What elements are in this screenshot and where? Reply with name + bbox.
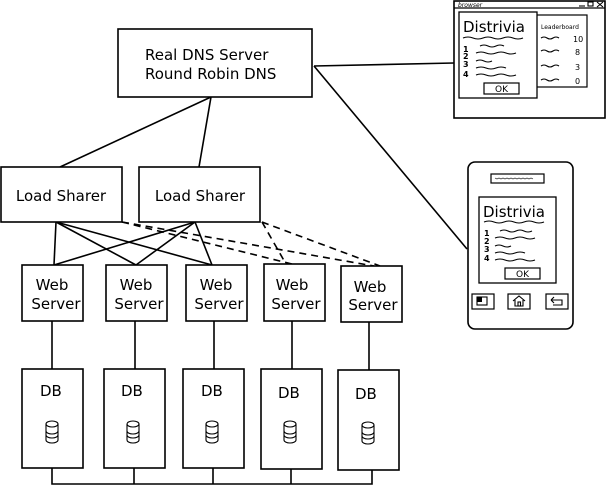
phone-app-title: Distrivia	[483, 203, 545, 221]
web-server-label-line2: Server	[271, 295, 321, 313]
question-number: 1	[484, 229, 490, 238]
question-number: 3	[463, 60, 469, 69]
edge-ls1-to-web-1	[53, 221, 57, 266]
web-server-label-line1: Web	[120, 276, 153, 294]
leaderboard-panel: Leaderboard 10 8 3 0	[534, 14, 588, 88]
ok-button[interactable]	[483, 82, 520, 95]
database-label: DB	[201, 382, 223, 400]
app-title: Distrivia	[463, 18, 525, 36]
database-icon	[126, 420, 140, 444]
browser-client[interactable]: browser Leaderboard 10 8 3 0 Distrivia 1…	[453, 0, 606, 119]
database-2[interactable]: DB	[103, 368, 166, 469]
dns-server-title: Real DNS Server	[145, 46, 269, 64]
edge-ls2-to-web-5	[261, 221, 381, 267]
database-5[interactable]: DB	[337, 369, 400, 471]
leaderboard-score: 3	[575, 63, 580, 72]
maximize-icon[interactable]	[587, 1, 594, 7]
db-interconnect-bus	[51, 468, 373, 485]
question-number: 2	[484, 237, 490, 246]
home-icon[interactable]	[507, 293, 531, 310]
edge-ls2-to-web-4	[261, 221, 287, 265]
web-server-label-line1: Web	[36, 276, 69, 294]
web-server-label-line2: Server	[194, 295, 244, 313]
web-server-label-line2: Server	[348, 296, 398, 314]
phone-ok-button[interactable]	[504, 267, 541, 280]
edge-ls2-to-web-3	[194, 221, 213, 266]
web-server-1[interactable]: Web Server	[21, 264, 84, 322]
load-sharer-1[interactable]: Load Sharer	[0, 166, 123, 223]
leaderboard-score: 10	[573, 35, 583, 44]
database-label: DB	[355, 385, 377, 403]
web-server-5[interactable]: Web Server	[340, 265, 403, 323]
question-number: 2	[463, 52, 469, 61]
edge-ls1-to-web-2	[55, 221, 137, 266]
web-server-4[interactable]: Web Server	[263, 263, 326, 322]
dns-server[interactable]: Real DNS Server Round Robin DNS	[117, 28, 313, 98]
edge-ls2-to-web-2	[135, 221, 196, 266]
edge-ls2-to-web-1	[53, 221, 196, 266]
database-3[interactable]: DB	[182, 368, 245, 469]
ok-button-label: OK	[495, 85, 509, 95]
question-number: 4	[463, 70, 469, 79]
database-label: DB	[278, 384, 300, 402]
window-icon[interactable]	[471, 293, 495, 310]
question-number: 1	[463, 45, 469, 54]
web-server-label-line1: Web	[276, 276, 309, 294]
edge-dns-to-loadsharer-2	[198, 96, 212, 168]
database-icon	[45, 420, 59, 444]
leaderboard-title: Leaderboard	[541, 24, 579, 31]
database-icon	[205, 420, 219, 444]
load-sharer-label: Load Sharer	[16, 187, 107, 205]
web-server-2[interactable]: Web Server	[105, 264, 168, 322]
leaderboard-score: 0	[575, 77, 580, 86]
edge-ls1-to-web-4	[121, 221, 293, 265]
database-1[interactable]: DB	[21, 368, 84, 469]
load-sharer-label: Load Sharer	[155, 187, 246, 205]
web-server-3[interactable]: Web Server	[185, 264, 248, 322]
phone-client[interactable]: Distrivia 1 2 3 4 OK	[467, 161, 574, 330]
edge-ls1-to-web-5	[121, 221, 375, 267]
database-label: DB	[121, 382, 143, 400]
edge-ls1-to-web-3	[55, 221, 213, 266]
browser-window-controls	[579, 1, 604, 8]
load-sharer-2[interactable]: Load Sharer	[138, 166, 261, 223]
database-icon	[283, 420, 297, 444]
dns-server-subtitle: Round Robin DNS	[145, 65, 276, 83]
database-4[interactable]: DB	[260, 368, 323, 470]
web-server-label-line1: Web	[354, 278, 387, 296]
close-icon[interactable]	[596, 1, 604, 8]
database-icon	[361, 421, 375, 445]
web-server-label-line2: Server	[114, 295, 164, 313]
connectors	[51, 62, 468, 485]
browser-title: browser	[458, 2, 483, 9]
quiz-panel: Distrivia 1 2 3 4 OK	[458, 11, 538, 99]
web-server-label-line2: Server	[31, 295, 81, 313]
database-label: DB	[40, 382, 62, 400]
edge-dns-to-browser	[313, 62, 455, 67]
phone-ok-button-label: OK	[516, 270, 530, 280]
edge-dns-to-loadsharer-1	[59, 96, 212, 168]
question-number: 4	[484, 254, 490, 263]
edge-dns-to-phone	[313, 65, 468, 250]
back-icon[interactable]	[545, 293, 569, 310]
web-server-label-line1: Web	[200, 276, 233, 294]
leaderboard-score: 8	[575, 48, 580, 57]
question-number: 3	[484, 245, 490, 254]
